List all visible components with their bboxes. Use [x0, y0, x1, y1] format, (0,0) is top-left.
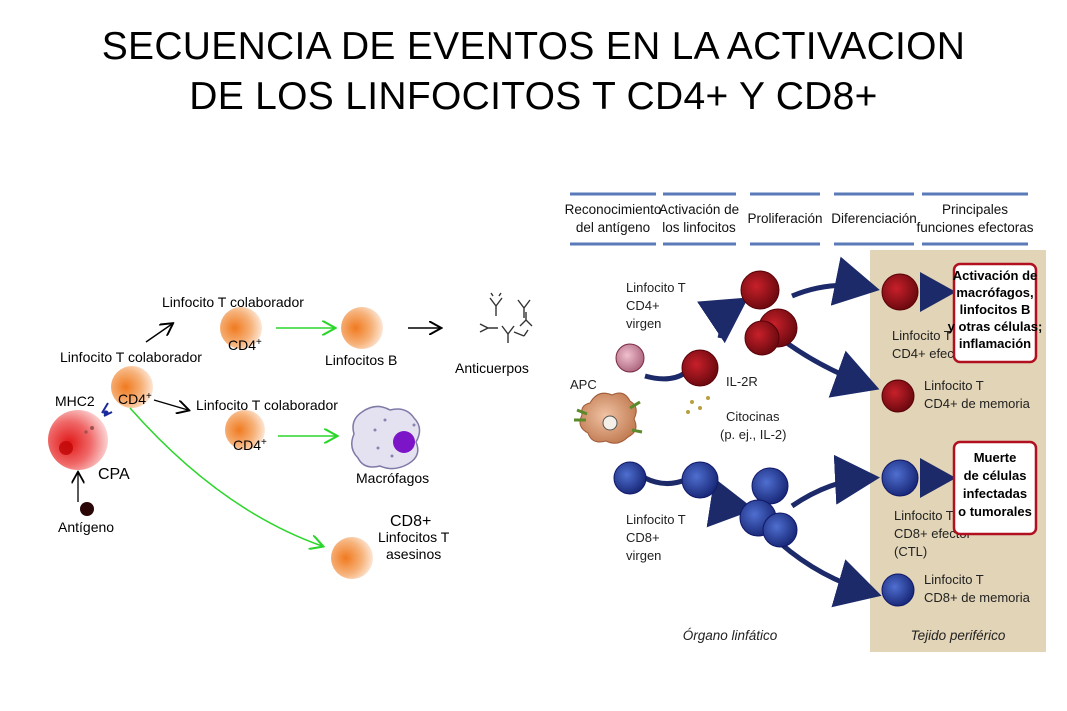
- cpa-antigen-fragment: [90, 426, 94, 430]
- label-cd4-main: CD4+: [118, 391, 152, 407]
- label-macrofagos: Macrófagos: [356, 470, 429, 486]
- cd4-proliferating-cells: [740, 270, 798, 356]
- stage-headers: Reconocimiento del antígeno Activación d…: [565, 192, 1034, 246]
- cell-cd4-top: [220, 307, 262, 349]
- cell-cd8-effector: [881, 459, 919, 497]
- label-cd8-virgen-1: Linfocito T: [626, 512, 686, 527]
- title-line-1: SECUENCIA DE EVENTOS EN LA ACTIVACION: [101, 25, 966, 68]
- function-box-cd4: [952, 262, 1038, 364]
- cpa-nucleus: [59, 441, 73, 455]
- label-cd4-virgen-2: CD4+: [626, 298, 660, 313]
- label-mhc2: MHC2: [55, 393, 95, 409]
- box-top-line-3: linfocitos B: [960, 302, 1031, 317]
- label-cd4-mid: CD4+: [233, 437, 267, 453]
- label-cd4-virgen-3: virgen: [626, 316, 661, 331]
- cell-cd8-naive: [613, 461, 647, 495]
- box-top-line-1: Activación de: [953, 268, 1038, 283]
- header-reconocimiento-2: del antígeno: [576, 220, 650, 235]
- label-cd8: CD8+: [390, 513, 431, 530]
- label-antigeno: Antígeno: [58, 519, 114, 535]
- header-reconocimiento-1: Reconocimiento: [565, 202, 662, 217]
- label-cd4-efector-2: CD4+ efector: [892, 346, 970, 361]
- cell-cd8: [331, 537, 373, 579]
- label-citocinas-1: Citocinas: [726, 409, 780, 424]
- arrow-to-colab-top: [145, 324, 172, 343]
- label-asesinos-1: Linfocitos T: [378, 529, 450, 545]
- macrophage-icon: [351, 405, 421, 470]
- box-top-line-4: y otras células;: [948, 319, 1043, 334]
- header-funciones-2: funciones efectoras: [916, 220, 1033, 235]
- label-cd8-efector-2: CD8+ efector: [894, 526, 972, 541]
- title-line-2: DE LOS LINFOCITOS T CD4+ Y CD8+: [189, 75, 878, 118]
- label-anticuerpos: Anticuerpos: [455, 360, 529, 376]
- label-colaborador-top: Linfocito T colaborador: [162, 294, 304, 310]
- label-colaborador-mid: Linfocito T colaborador: [196, 397, 338, 413]
- cell-linfocitos-b: [341, 307, 383, 349]
- cell-cd4-memory: [881, 379, 915, 413]
- label-il2r: IL-2R: [726, 374, 758, 389]
- label-tejido-periferico: Tejido periférico: [911, 628, 1006, 643]
- header-activacion-2: los linfocitos: [662, 220, 736, 235]
- antibodies-icon: [479, 292, 533, 343]
- label-organo-linfatico: Órgano linfático: [683, 628, 778, 643]
- header-proliferacion: Proliferación: [747, 211, 822, 226]
- cell-cd8-activated: [681, 461, 719, 499]
- label-cd4-virgen-1: Linfocito T: [626, 280, 686, 295]
- header-activacion-1: Activación de: [659, 202, 739, 217]
- label-colaborador-left: Linfocito T colaborador: [60, 349, 202, 365]
- right-diagram: Reconocimiento del antígeno Activación d…: [565, 192, 1046, 652]
- label-cd8-memoria-2: CD8+ de memoria: [924, 590, 1031, 605]
- label-apc: APC: [570, 377, 597, 392]
- cell-cpa: [48, 410, 108, 470]
- apc-cell-icon: [574, 392, 643, 444]
- label-cd4-memoria-2: CD4+ de memoria: [924, 396, 1031, 411]
- cd8-proliferating-cells: [739, 467, 798, 548]
- label-asesinos-2: asesinos: [386, 546, 441, 562]
- box-bottom-line-1: Muerte: [974, 450, 1017, 465]
- label-cd4-memoria-1: Linfocito T: [924, 378, 984, 393]
- cell-cd4-effector: [881, 273, 919, 311]
- box-bottom-line-2: de células: [964, 468, 1027, 483]
- cell-cd4-naive: [615, 343, 645, 373]
- arrow-to-colab-mid: [153, 399, 188, 410]
- header-diferenciacion: Diferenciación: [831, 211, 917, 226]
- arrow-green-to-cd8: [129, 407, 322, 546]
- cell-cd4-mid: [225, 410, 265, 450]
- label-cpa: CPA: [98, 466, 130, 483]
- page-title: SECUENCIA DE EVENTOS EN LA ACTIVACION DE…: [0, 22, 1067, 122]
- left-diagram: Linfocito T colaborador CD4+ Linfocitos …: [40, 280, 540, 580]
- cytokine-particles: [686, 396, 710, 414]
- label-citocinas-2: (p. ej., IL-2): [720, 427, 786, 442]
- box-bottom-line-3: infectadas: [963, 486, 1027, 501]
- label-cd8-virgen-2: CD8+: [626, 530, 660, 545]
- label-cd8-efector-3: (CTL): [894, 544, 927, 559]
- box-bottom-line-4: o tumorales: [958, 504, 1032, 519]
- label-cd8-efector-1: Linfocito T: [894, 508, 954, 523]
- label-cd8-memoria-1: Linfocito T: [924, 572, 984, 587]
- label-cd4-top: CD4+: [228, 337, 262, 353]
- header-funciones-1: Principales: [942, 202, 1008, 217]
- label-cd8-virgen-3: virgen: [626, 548, 661, 563]
- box-top-line-2: macrófagos,: [956, 285, 1033, 300]
- antigen-particle: [80, 502, 94, 516]
- cell-cd8-memory: [881, 573, 915, 607]
- label-cd4-efector-1: Linfocito T: [892, 328, 952, 343]
- mhc2-receptor-icon: [101, 402, 113, 417]
- cpa-antigen-fragment-2: [84, 430, 88, 434]
- cell-cd4-main: [111, 366, 153, 408]
- cell-cd4-activated: [681, 349, 719, 387]
- box-top-line-5: inflamación: [959, 336, 1031, 351]
- label-linfocitos-b: Linfocitos B: [325, 352, 397, 368]
- function-box-cd8: [952, 440, 1038, 536]
- flow-arrows: [643, 256, 882, 608]
